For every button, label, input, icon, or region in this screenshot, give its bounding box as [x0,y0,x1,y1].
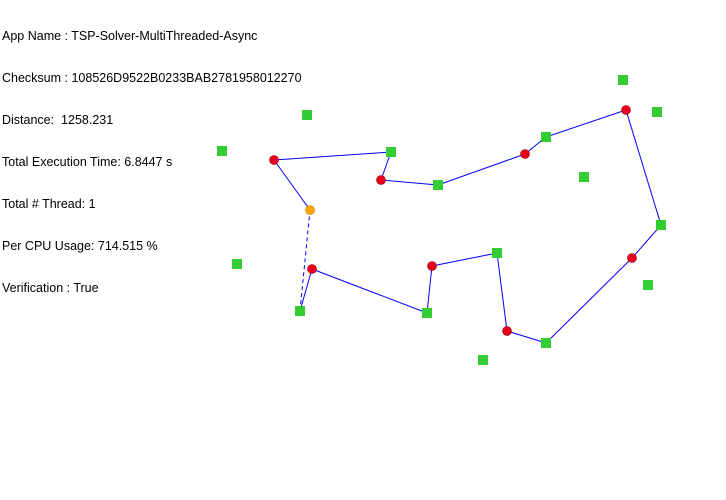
route-edge [625,109,662,226]
city-square-marker [295,306,305,316]
city-square-marker [422,308,432,318]
city-square-marker [232,259,242,269]
route-edge [545,109,627,138]
stat-distance: Distance: 1258.231 [2,113,114,127]
city-node [376,175,386,185]
city-node [502,326,512,336]
city-node [520,149,530,159]
city-square-marker [541,132,551,142]
route-edge [299,268,313,312]
city-square-marker [386,147,396,157]
city-node [307,264,317,274]
route-edges [273,109,662,344]
city-square-marker [302,110,312,120]
route-edge [431,252,498,267]
city-square-marker [656,220,666,230]
city-node [621,105,631,115]
route-edge [506,330,547,344]
route-edge [273,159,311,211]
stat-checksum: Checksum : 108526D9522B0233BAB2781958012… [2,71,302,85]
stat-app-name: App Name : TSP-Solver-MultiThreaded-Asyn… [2,29,258,43]
route-edge [380,179,439,186]
stats-panel: App Name : TSP-Solver-MultiThreaded-Asyn… [2,1,302,309]
route-edge [496,252,508,332]
route-edge [426,265,433,314]
city-markers [217,75,666,365]
city-square-marker [579,172,589,182]
stat-verification: Verification : True [2,281,99,295]
route-edge [631,224,662,259]
city-square-marker [478,355,488,365]
city-node [269,155,279,165]
stat-thread-count: Total # Thread: 1 [2,197,96,211]
route-closing-edge [299,209,311,312]
city-square-marker [541,338,551,348]
city-square-marker [433,180,443,190]
city-square-marker [643,280,653,290]
route-edge [545,257,633,344]
route-nodes [269,105,637,336]
route-edge [273,151,392,161]
city-square-marker [652,107,662,117]
stat-cpu-usage: Per CPU Usage: 714.515 % [2,239,158,253]
city-square-marker [217,146,227,156]
route-edge [437,153,526,186]
city-node [427,261,437,271]
route-edge [311,268,428,314]
city-square-marker [618,75,628,85]
city-node [627,253,637,263]
stat-execution-time: Total Execution Time: 6.8447 s [2,155,173,169]
city-square-marker [492,248,502,258]
start-node [305,205,315,215]
